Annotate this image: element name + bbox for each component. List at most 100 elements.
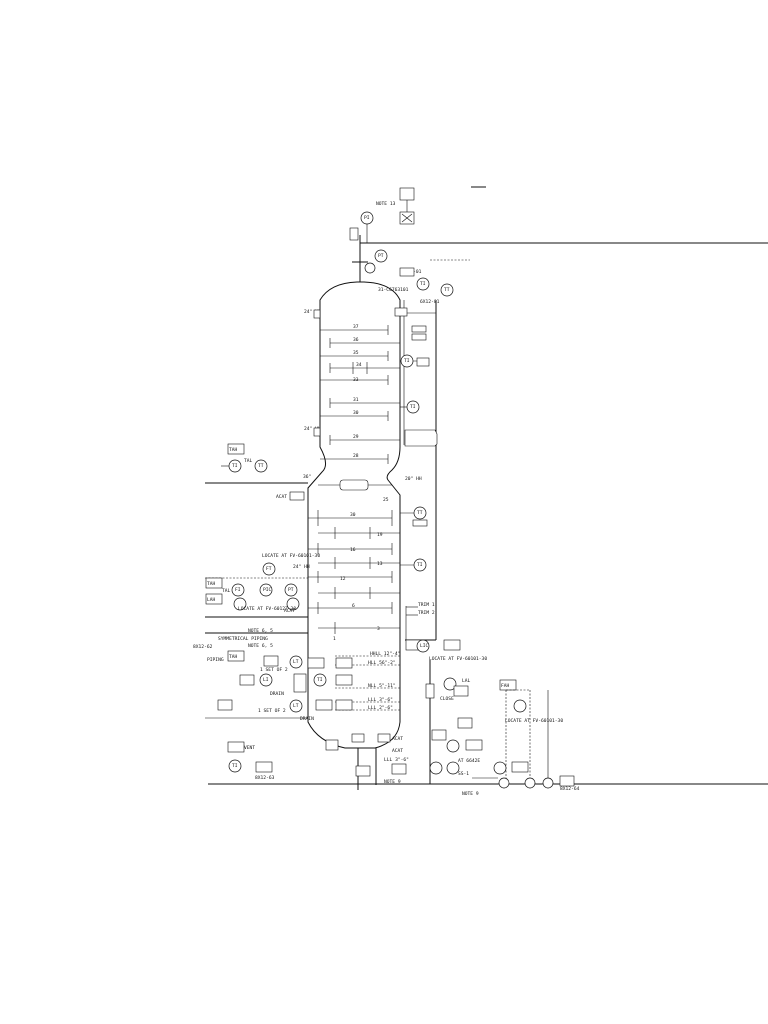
tah-box-3: TAH (229, 654, 238, 660)
drain-label-2: DRAIN (300, 716, 314, 722)
acat-3: ACAT (392, 736, 403, 742)
lt-bubble-2: LT (293, 703, 299, 709)
set-of-2-b: 1 SET OF 2 (258, 708, 286, 714)
tray-30: 30 (353, 410, 359, 416)
set-of-2-a: 1 SET OF 2 (260, 667, 288, 673)
ti-bubble-sump: TI (317, 677, 323, 683)
at-label: AT 6642E (458, 758, 480, 764)
tt-bubble-left: TT (258, 463, 264, 469)
right-bottom-instruments: LIC LOCATE AT FV-60101-30 CLOSE LAL FAH … (405, 639, 580, 797)
piping-label: PIPING (207, 657, 224, 663)
ti-bubble-2: TI (404, 358, 410, 364)
ti-bubble-3: TI (410, 404, 416, 410)
trim-1: TRIM 1 (418, 602, 435, 608)
distributor: 25 (318, 479, 392, 503)
tray-16: 16 (350, 547, 356, 553)
tray-19: 19 (377, 532, 383, 538)
manhole-20: 20" HH (405, 476, 422, 482)
ft-bubble: FT (266, 566, 272, 572)
note-13: NOTE 13 (376, 201, 396, 207)
locate-note-1: LOCATE AT FV-60101-30 (262, 553, 320, 559)
locate-note-2: LOCATE AT FV-60127-30 (238, 606, 296, 612)
vent-label: VENT (244, 745, 255, 751)
distillation-column (307, 235, 768, 790)
tray-36: 36 (353, 337, 359, 343)
tray-13: 13 (377, 561, 383, 567)
tray-37: 37 (353, 324, 359, 330)
tt-bubble-2: TT (417, 510, 423, 516)
lower-trays: 30 19 16 13 12 6 3 1 (308, 510, 400, 642)
tah-box-2: TAH (207, 581, 216, 587)
ti-bubble-4: TI (417, 562, 423, 568)
pi-bubble-top: PI (364, 215, 370, 221)
note-9-right: NOTE 9 (462, 791, 479, 797)
tag-top-2: 6X12-01 (420, 299, 440, 305)
symmetrical-piping: SYMMETRICAL PIPING (218, 636, 268, 642)
note-9-left: NOTE 9 (384, 779, 401, 785)
bottom-instruments: VENT TI 8X12-63 ACAT ACAT LLL 3"-6" NOTE… (208, 733, 768, 785)
tray-1: 1 (333, 636, 336, 642)
left-mid-instruments: LOCATE AT FV-60101-30 FT 24" HH TAH TAL … (193, 553, 320, 650)
tray-30-lower: 30 (350, 512, 356, 518)
manhole-24-mid: 24" HH (304, 426, 321, 432)
level-hhll-label: HHLL 12"-4" (370, 651, 400, 657)
li-bubble: LI (263, 677, 269, 683)
lal-label: LAL (462, 678, 471, 684)
level-bottom: LLL 3"-6" (384, 757, 409, 763)
fi-bubble: FI (235, 587, 241, 593)
tag-bottom-right: 8X12-64 (560, 786, 580, 792)
tray-6: 6 (352, 603, 355, 609)
size-36: 36" (303, 474, 311, 480)
ti-bubble-top: TI (420, 281, 426, 287)
tray-31: 31 (353, 397, 359, 403)
tag-bottom-1: 8X12-63 (255, 775, 275, 781)
top-instruments: NOTE 13 PI PT 8X12-01 31-C6763101 TI TT … (304, 187, 470, 319)
acat-1: ACAT (276, 494, 287, 500)
fah-box: FAH (501, 683, 510, 689)
tray-12: 12 (340, 576, 346, 582)
tray-3: 3 (377, 626, 380, 632)
tray-29: 29 (353, 434, 359, 440)
tt-bubble-top: TT (444, 287, 450, 293)
drain-label: DRAIN (270, 691, 284, 697)
tal-label-1: TAL (244, 458, 253, 464)
ss-label: SS-1 (458, 771, 469, 777)
close-label: CLOSE (440, 696, 454, 702)
right-instruments: TI TI 24" HH 20" HH TT TI TRIM 1 TRIM 2 (304, 325, 438, 616)
manhole-24-top: 24" HH (304, 309, 321, 315)
lower-left-instruments: TAH PIPING LT 1 SET OF 2 LI TI DRAIN LT … (205, 650, 353, 722)
locate-note-3: LOCATE AT FV-60101-30 (429, 656, 487, 662)
tray-28: 28 (353, 453, 359, 459)
pt-bubble-top: PT (378, 253, 384, 259)
acat-4: ACAT (392, 748, 403, 754)
locate-note-4: LOCATE AT FV-60101-30 (505, 718, 563, 724)
tray-25: 25 (383, 497, 389, 503)
trim-2: TRIM 2 (418, 610, 435, 616)
lah-box: LAH (207, 597, 216, 603)
nozzle-tag: 31-C6763101 (378, 287, 409, 293)
level-hll-label: HLL 56"-2" (368, 660, 396, 666)
tray-34: 34 (356, 362, 362, 368)
level-lll2-label: LLL 2"-6" (368, 705, 393, 711)
tal-label-2: TAL (222, 588, 231, 594)
lt-bubble: LT (293, 659, 299, 665)
lic-bubble: LIC (420, 643, 429, 649)
pic-bubble: PIC (263, 587, 272, 593)
ti-bubble-left: TI (232, 463, 238, 469)
tah-box-1: TAH (229, 447, 238, 453)
level-lll-label: LLL 3"-6" (368, 697, 393, 703)
tray-35: 35 (353, 350, 359, 356)
ti-bubble-bottom: TI (232, 763, 238, 769)
acat-2: ACAT (284, 608, 295, 614)
right-instrument-riser (400, 300, 437, 641)
upper-trays: 37 36 35 34 33 31 30 29 28 (320, 324, 400, 464)
note-6-b: NOTE 6, 5 (248, 643, 273, 649)
pt-bubble-left: PT (288, 587, 294, 593)
manhole-24-low: 24" HH (293, 564, 310, 570)
level-nll-label: NLL 5"-11" (368, 683, 396, 689)
tray-33: 33 (353, 377, 359, 383)
left-upper-instruments: TAH TI TT TAL 36" ACAT (205, 443, 311, 501)
tag-left-1: 8X12-62 (193, 644, 213, 650)
note-6-a: NOTE 6, 5 (248, 628, 273, 634)
